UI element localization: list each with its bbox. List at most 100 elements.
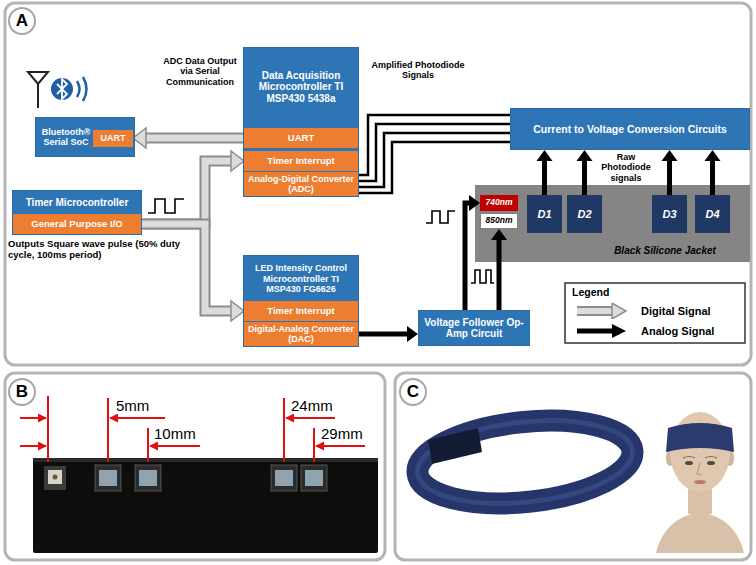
peripheral-box: UART (244, 128, 358, 148)
digital-connector (145, 133, 244, 144)
headband-photo (413, 411, 636, 513)
node-text: Bluetooth® Serial SoC (38, 127, 94, 148)
peripheral-box: Digital-Analog Converter (DAC) (244, 322, 358, 346)
node-text: Black Silicone Jacket (614, 245, 716, 257)
mannequin-photo (656, 512, 744, 553)
digital-connector (141, 161, 232, 224)
sensor-strip-photo (99, 470, 117, 486)
mannequin-photo (694, 480, 706, 484)
dimension-line (150, 445, 200, 447)
peripheral-box: Timer Interrupt (244, 151, 358, 171)
analog-connector (710, 160, 715, 195)
photodiode-box: D3 (652, 195, 687, 233)
square-wave-symbol (471, 270, 494, 283)
digital-connector (141, 224, 232, 311)
node-text: Current to Voltage Conversion Circuits (533, 123, 727, 135)
analog-connector (537, 150, 553, 195)
antenna-icon (28, 72, 48, 108)
node-text: D3 (662, 208, 676, 221)
node-text: Timer Interrupt (267, 156, 334, 167)
digital-connector (133, 128, 244, 148)
microcontroller-box: LED Intensity Control Microcontroller TI… (243, 255, 359, 347)
sensor-strip-photo (139, 470, 157, 486)
text-area: UART (95, 131, 131, 146)
analog-connector (662, 150, 678, 195)
node-text: B (16, 382, 28, 402)
sensor-strip-photo (275, 470, 293, 486)
mannequin-photo (656, 412, 744, 553)
sensor-strip-photo (53, 475, 58, 480)
panel-frame (5, 3, 751, 560)
circuit-box: Voltage Follower Op-Amp Circuit (418, 310, 530, 346)
legend-swatch (612, 303, 626, 319)
analog-connector (667, 160, 672, 195)
legend-swatch (577, 329, 614, 334)
microcontroller-box: Data Acquisition Microcontroller TI MSP4… (243, 47, 359, 197)
analog-connector (491, 229, 507, 240)
photodiode-box: D2 (567, 195, 602, 233)
text-area: Voltage Follower Op-Amp Circuit (421, 312, 527, 344)
node-text: D4 (705, 208, 719, 221)
square-wave-symbol (426, 211, 455, 223)
legend-text: Analog Signal (641, 325, 714, 337)
headband-photo (413, 411, 636, 513)
analog-connector (705, 150, 721, 161)
bluetooth-icon (77, 81, 80, 97)
dimension-line (107, 398, 109, 462)
node-text: D2 (577, 208, 591, 221)
antenna-icon (28, 72, 48, 84)
analog-connector (582, 160, 587, 195)
dimension-line (20, 396, 365, 462)
sensor-strip-photo (33, 458, 378, 553)
sensor-strip-photo (95, 465, 121, 491)
node-text: D1 (537, 208, 551, 221)
signal-label: Raw Photodiode signals (596, 152, 656, 183)
legend-swatch (577, 308, 614, 314)
text-area: Digital-Analog Converter (DAC) (246, 323, 356, 345)
sensor-strip-photo (48, 470, 62, 484)
digital-connector (141, 151, 244, 224)
text-area: Bluetooth® Serial SoC (38, 121, 94, 153)
legend-entry: Digital Signal (575, 302, 711, 320)
node-text: C (407, 382, 419, 402)
text-area: Black Silicone Jacket (585, 242, 745, 260)
legend-swatch (575, 303, 629, 319)
sensor-strip-photo (305, 470, 323, 486)
analog-connector (469, 195, 480, 211)
sensor-strip-photo (33, 458, 378, 553)
text-area: D4 (697, 196, 728, 232)
text-area: D3 (654, 196, 685, 232)
legend-entry: Analog Signal (575, 322, 714, 340)
analog-connector (577, 150, 593, 195)
sensor-strip-photo (271, 465, 297, 491)
legend-title: Legend (572, 286, 652, 298)
signal-label: Amplified Photodiode Signals (368, 60, 468, 81)
node-text: Data Acquisition Microcontroller TI MSP4… (247, 70, 355, 105)
analog-connector (491, 229, 507, 310)
headband-photo (428, 428, 482, 464)
mannequin-photo (685, 461, 693, 465)
peripheral-box: UART (93, 130, 133, 147)
analog-connector (407, 326, 418, 342)
photodiode-box: D4 (695, 195, 730, 233)
text-area: Analog-Digital Converter (ADC) (246, 173, 356, 195)
sensor-strip-photo (44, 466, 66, 490)
panel-frame (5, 373, 385, 560)
text-area: B (10, 380, 34, 404)
peripheral-box: General Purpose I/O (13, 214, 141, 234)
analog-connector (465, 195, 480, 310)
led-box: 740nm (480, 195, 518, 211)
legend-swatch (577, 306, 613, 316)
legend-box (565, 283, 745, 343)
thin-connector (358, 142, 510, 193)
antenna-icon (37, 84, 39, 108)
node-text: UART (288, 133, 314, 144)
mannequin-photo (666, 423, 734, 452)
dimension-label: 10mm (154, 425, 204, 442)
dimension-label: 5mm (116, 397, 162, 414)
circuit-box: Current to Voltage Conversion Circuits (510, 108, 750, 150)
panel-frame (5, 3, 751, 365)
mannequin-photo (697, 463, 702, 475)
text-area: D2 (569, 196, 600, 232)
text-area: C (401, 380, 425, 404)
